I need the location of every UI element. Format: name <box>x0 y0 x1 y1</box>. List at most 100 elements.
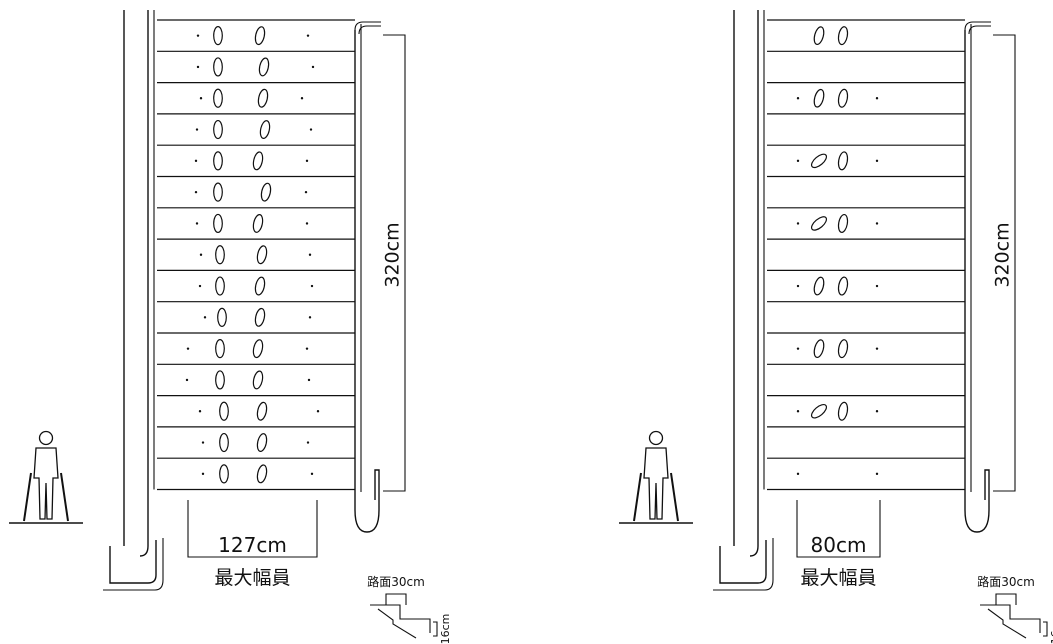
step-marker-dot <box>316 410 320 413</box>
footprint-icon <box>213 213 223 234</box>
footprint-icon <box>217 307 227 327</box>
step-marker-dot <box>185 378 189 382</box>
footprint-icon <box>219 401 229 421</box>
step-profile-upper <box>980 604 1041 633</box>
footprint-icon <box>837 151 849 171</box>
width-label: 80cm <box>811 533 867 557</box>
step-marker-dot <box>195 222 199 225</box>
step-marker-dot <box>196 65 200 69</box>
step-profile-upper <box>370 604 431 633</box>
footprint-icon <box>810 403 828 419</box>
footprint-icon <box>260 182 272 202</box>
width-caption: 最大幅員 <box>800 567 876 589</box>
footprint-icon <box>813 88 825 108</box>
footprint-icon <box>813 276 825 296</box>
step-marker-dot <box>309 128 313 131</box>
footprint-icon <box>252 214 264 233</box>
footing-outline <box>713 538 774 591</box>
height-label: 320cm <box>382 222 404 287</box>
step-marker-dot <box>305 159 309 163</box>
step-marker-dot <box>201 441 205 444</box>
footprint-icon <box>256 464 268 484</box>
footprint-icon <box>215 245 225 265</box>
step-marker-dot <box>796 410 800 413</box>
footprint-icon <box>252 151 264 171</box>
footprint-icon <box>810 216 828 231</box>
handrail-right-cap <box>964 21 991 31</box>
wall-inner-line <box>139 10 149 557</box>
riser-bracket <box>1043 621 1048 637</box>
step-profile-lower <box>987 608 1027 639</box>
step-marker-dot <box>203 316 207 319</box>
step-marker-dot <box>796 284 800 288</box>
footprint-icon <box>219 464 229 484</box>
step-marker-dot <box>306 441 310 444</box>
step-marker-dot <box>310 472 314 476</box>
step-marker-dot <box>875 222 879 225</box>
step-marker-dot <box>198 284 202 288</box>
footprint-icon <box>213 26 223 46</box>
crutch-right <box>670 472 679 522</box>
step-marker-dot <box>300 97 304 100</box>
height-label: 320cm <box>992 222 1014 287</box>
step-marker-dot <box>796 97 800 100</box>
step-marker-dot <box>307 378 311 382</box>
step-marker-dot <box>199 253 203 256</box>
riser-bracket <box>433 621 438 637</box>
footprint-icon <box>837 213 849 233</box>
step-marker-dot <box>796 472 800 476</box>
handrail-right <box>964 30 990 533</box>
footprint-icon <box>813 339 825 359</box>
footprint-icon <box>837 339 849 359</box>
footprint-icon <box>259 120 271 139</box>
crutch-right <box>60 472 69 522</box>
footprint-icon <box>254 26 266 46</box>
step-marker-dot <box>308 253 312 256</box>
body <box>643 447 669 520</box>
stair-diagram-right: 320cm80cm最大幅員路面30cm16cm <box>619 10 1053 644</box>
width-dimension-bracket <box>187 500 318 558</box>
footprint-icon <box>215 339 225 359</box>
footprint-icon <box>837 88 849 108</box>
step-marker-dot <box>311 65 315 69</box>
step-profile-lower <box>377 608 417 639</box>
tread-label: 路面30cm <box>977 574 1035 589</box>
step-marker-dot <box>796 159 800 163</box>
footing-outline <box>103 538 164 591</box>
step-marker-dot <box>875 472 879 476</box>
step-marker-dot <box>194 190 198 194</box>
footprint-icon <box>813 26 825 46</box>
step-marker-dot <box>310 284 314 288</box>
footprint-icon <box>213 119 223 140</box>
footprint-icon <box>257 88 269 108</box>
step-marker-dot <box>305 347 309 350</box>
body <box>33 447 59 520</box>
footprint-icon <box>213 88 223 108</box>
footprint-icon <box>219 432 229 453</box>
footprint-icon <box>256 401 268 421</box>
crutch-left <box>633 472 642 522</box>
person-with-crutches-icon <box>619 430 693 524</box>
footprint-icon <box>215 276 225 296</box>
handrail-right <box>354 30 380 533</box>
width-caption: 最大幅員 <box>214 567 290 589</box>
tread-bracket <box>995 593 1017 605</box>
height-dimension-bracket <box>993 34 1016 492</box>
footprint-icon <box>837 26 849 46</box>
riser-label: 16cm <box>439 614 452 644</box>
footprint-icon <box>256 433 268 452</box>
width-dimension-bracket <box>796 500 881 558</box>
width-label: 127cm <box>218 533 287 557</box>
person-with-crutches-icon <box>9 430 83 524</box>
step-marker-dot <box>875 284 879 288</box>
handrail-right-cap-inner <box>358 25 381 35</box>
handrail-right-cap <box>354 21 381 31</box>
height-dimension-bracket <box>383 34 406 492</box>
footprint-icon <box>837 276 849 296</box>
footprint-icon <box>810 153 828 169</box>
footprint-icon <box>215 370 225 390</box>
tread-bracket <box>385 593 407 605</box>
handrail-right-cap-inner <box>968 25 991 35</box>
step-marker-dot <box>308 316 312 319</box>
